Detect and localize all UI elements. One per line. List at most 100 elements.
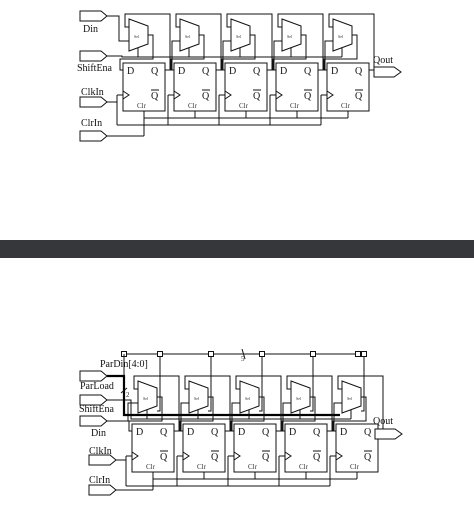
clr-pin-label: Clr bbox=[146, 463, 156, 471]
mux-to-d-wire bbox=[128, 396, 163, 432]
qbar-pin-label: Q bbox=[262, 452, 270, 463]
q-feedback-wire bbox=[184, 375, 231, 432]
q-feedback-wire bbox=[124, 13, 171, 71]
par-load-label: ParLoad bbox=[80, 381, 114, 392]
clr-pin-label: Clr bbox=[137, 102, 147, 110]
mux-icon bbox=[188, 380, 209, 414]
d-pin-label: D bbox=[127, 66, 134, 77]
clock-feed-wire bbox=[116, 456, 127, 461]
clr-pin-label: Clr bbox=[188, 102, 198, 110]
clock-feed-wire bbox=[107, 95, 118, 103]
mux-icon bbox=[179, 18, 200, 52]
mux-icon bbox=[239, 380, 260, 414]
din-port-icon bbox=[79, 10, 108, 22]
q-pin-label: Q bbox=[160, 427, 168, 438]
mux-to-d-wire bbox=[272, 34, 307, 71]
panel-divider bbox=[0, 240, 474, 258]
par-load-port: ParLoad bbox=[79, 370, 114, 392]
mux-sel-label: Sel bbox=[287, 34, 293, 39]
flip-flop-body bbox=[275, 62, 319, 112]
mux-sel-label: Sel bbox=[338, 34, 344, 39]
d-pin-label: D bbox=[280, 66, 287, 77]
qout-label: Qout bbox=[373, 55, 393, 66]
mux-to-d-wire bbox=[179, 396, 214, 432]
mux-icon bbox=[281, 18, 302, 52]
d-pin-label: D bbox=[340, 427, 347, 438]
clr-pin-label: Clr bbox=[239, 102, 249, 110]
mux-icon bbox=[290, 380, 311, 414]
select-bus-wire bbox=[107, 399, 351, 420]
q-feedback-wire bbox=[235, 375, 282, 432]
sel-bus-heavy-wire bbox=[107, 374, 340, 417]
clr-pin-label: Clr bbox=[197, 463, 207, 471]
par-din-branch-wire bbox=[259, 357, 263, 412]
par-load-port-icon bbox=[79, 370, 108, 382]
flip-flop-body bbox=[335, 423, 379, 473]
q-pin-label: Q bbox=[202, 66, 210, 77]
flip-flop-body bbox=[224, 62, 268, 112]
d-pin-label: D bbox=[331, 66, 338, 77]
mux-to-d-wire bbox=[230, 396, 265, 432]
clk-in-port-icon bbox=[79, 96, 108, 108]
q-feedback-wire bbox=[133, 375, 180, 432]
clr-pin-label: Clr bbox=[248, 463, 258, 471]
mux-sel-label: Sel bbox=[143, 396, 149, 401]
d-pin-label: D bbox=[238, 427, 245, 438]
q-feedback-wire bbox=[226, 13, 273, 71]
flip-flop-body bbox=[131, 423, 175, 473]
mux-sel-label: Sel bbox=[236, 34, 242, 39]
mux-icon bbox=[137, 380, 158, 414]
clock-triangle-icon bbox=[275, 90, 283, 100]
clr-pin-label: Clr bbox=[341, 102, 351, 110]
qbar-pin-label: Q bbox=[151, 91, 159, 102]
clock-triangle-icon bbox=[233, 451, 241, 461]
clr-pin-label: Clr bbox=[350, 463, 360, 471]
clock-triangle-icon bbox=[335, 451, 343, 461]
din-wire bbox=[107, 15, 129, 42]
q-pin-label: Q bbox=[262, 427, 270, 438]
mux-sel-label: Sel bbox=[194, 396, 200, 401]
shift-ena-port-icon bbox=[79, 394, 108, 406]
mux-sel-label: Sel bbox=[347, 396, 353, 401]
mux-to-d-wire bbox=[323, 34, 358, 71]
q-pin-label: Q bbox=[211, 427, 219, 438]
qbar-pin-label: Q bbox=[160, 452, 168, 463]
clk-in-label: ClkIn bbox=[89, 446, 112, 457]
bus-tap-node bbox=[310, 351, 316, 357]
par-din-label: ParDin[4:0] bbox=[100, 359, 148, 370]
mux-sel-label: Sel bbox=[185, 34, 191, 39]
d-flip-flop: D Q Q Clr bbox=[233, 423, 277, 473]
mux-icon bbox=[341, 380, 362, 414]
qbar-pin-label: Q bbox=[364, 452, 372, 463]
qbar-pin-label: Q bbox=[313, 452, 321, 463]
qbar-pin-label: Q bbox=[304, 91, 312, 102]
din-wire bbox=[107, 402, 138, 422]
mux-sel-label: Sel bbox=[296, 396, 302, 401]
par-din-branch-wire bbox=[208, 357, 212, 412]
shift-ena-label: ShiftEna bbox=[77, 63, 113, 74]
mux-to-d-wire bbox=[119, 34, 154, 71]
par-din-branch-wire bbox=[157, 357, 161, 412]
flip-flop-body bbox=[233, 423, 277, 473]
clock-triangle-icon bbox=[173, 90, 181, 100]
clr-in-label: ClrIn bbox=[89, 475, 110, 486]
par-din-branch-wire bbox=[310, 357, 314, 412]
q-pin-label: Q bbox=[253, 66, 261, 77]
clr-in-port: ClrIn bbox=[88, 475, 117, 496]
qbar-pin-label: Q bbox=[202, 91, 210, 102]
mux-to-d-wire bbox=[281, 396, 316, 432]
qout-port-icon bbox=[374, 428, 403, 440]
